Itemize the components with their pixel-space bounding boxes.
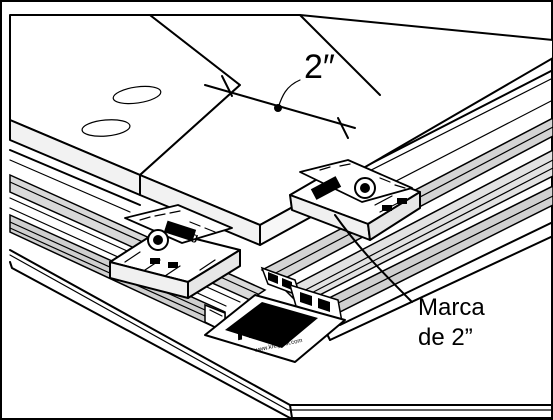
dimension-line (204, 75, 356, 139)
track-end-profile (260, 266, 343, 324)
workpiece-left (9, 14, 241, 196)
callout-label-line1: Marca (418, 294, 485, 321)
callout-label-line2: de 2” (418, 324, 473, 351)
dimension-label: 2″ (304, 48, 335, 86)
left-stop-brand: Kreg (172, 226, 199, 244)
right-flip-stop (289, 159, 421, 241)
callout-leader-line (334, 214, 413, 303)
table-logo-badge (204, 294, 346, 363)
table-base (9, 249, 553, 419)
left-flip-stop (109, 204, 241, 299)
